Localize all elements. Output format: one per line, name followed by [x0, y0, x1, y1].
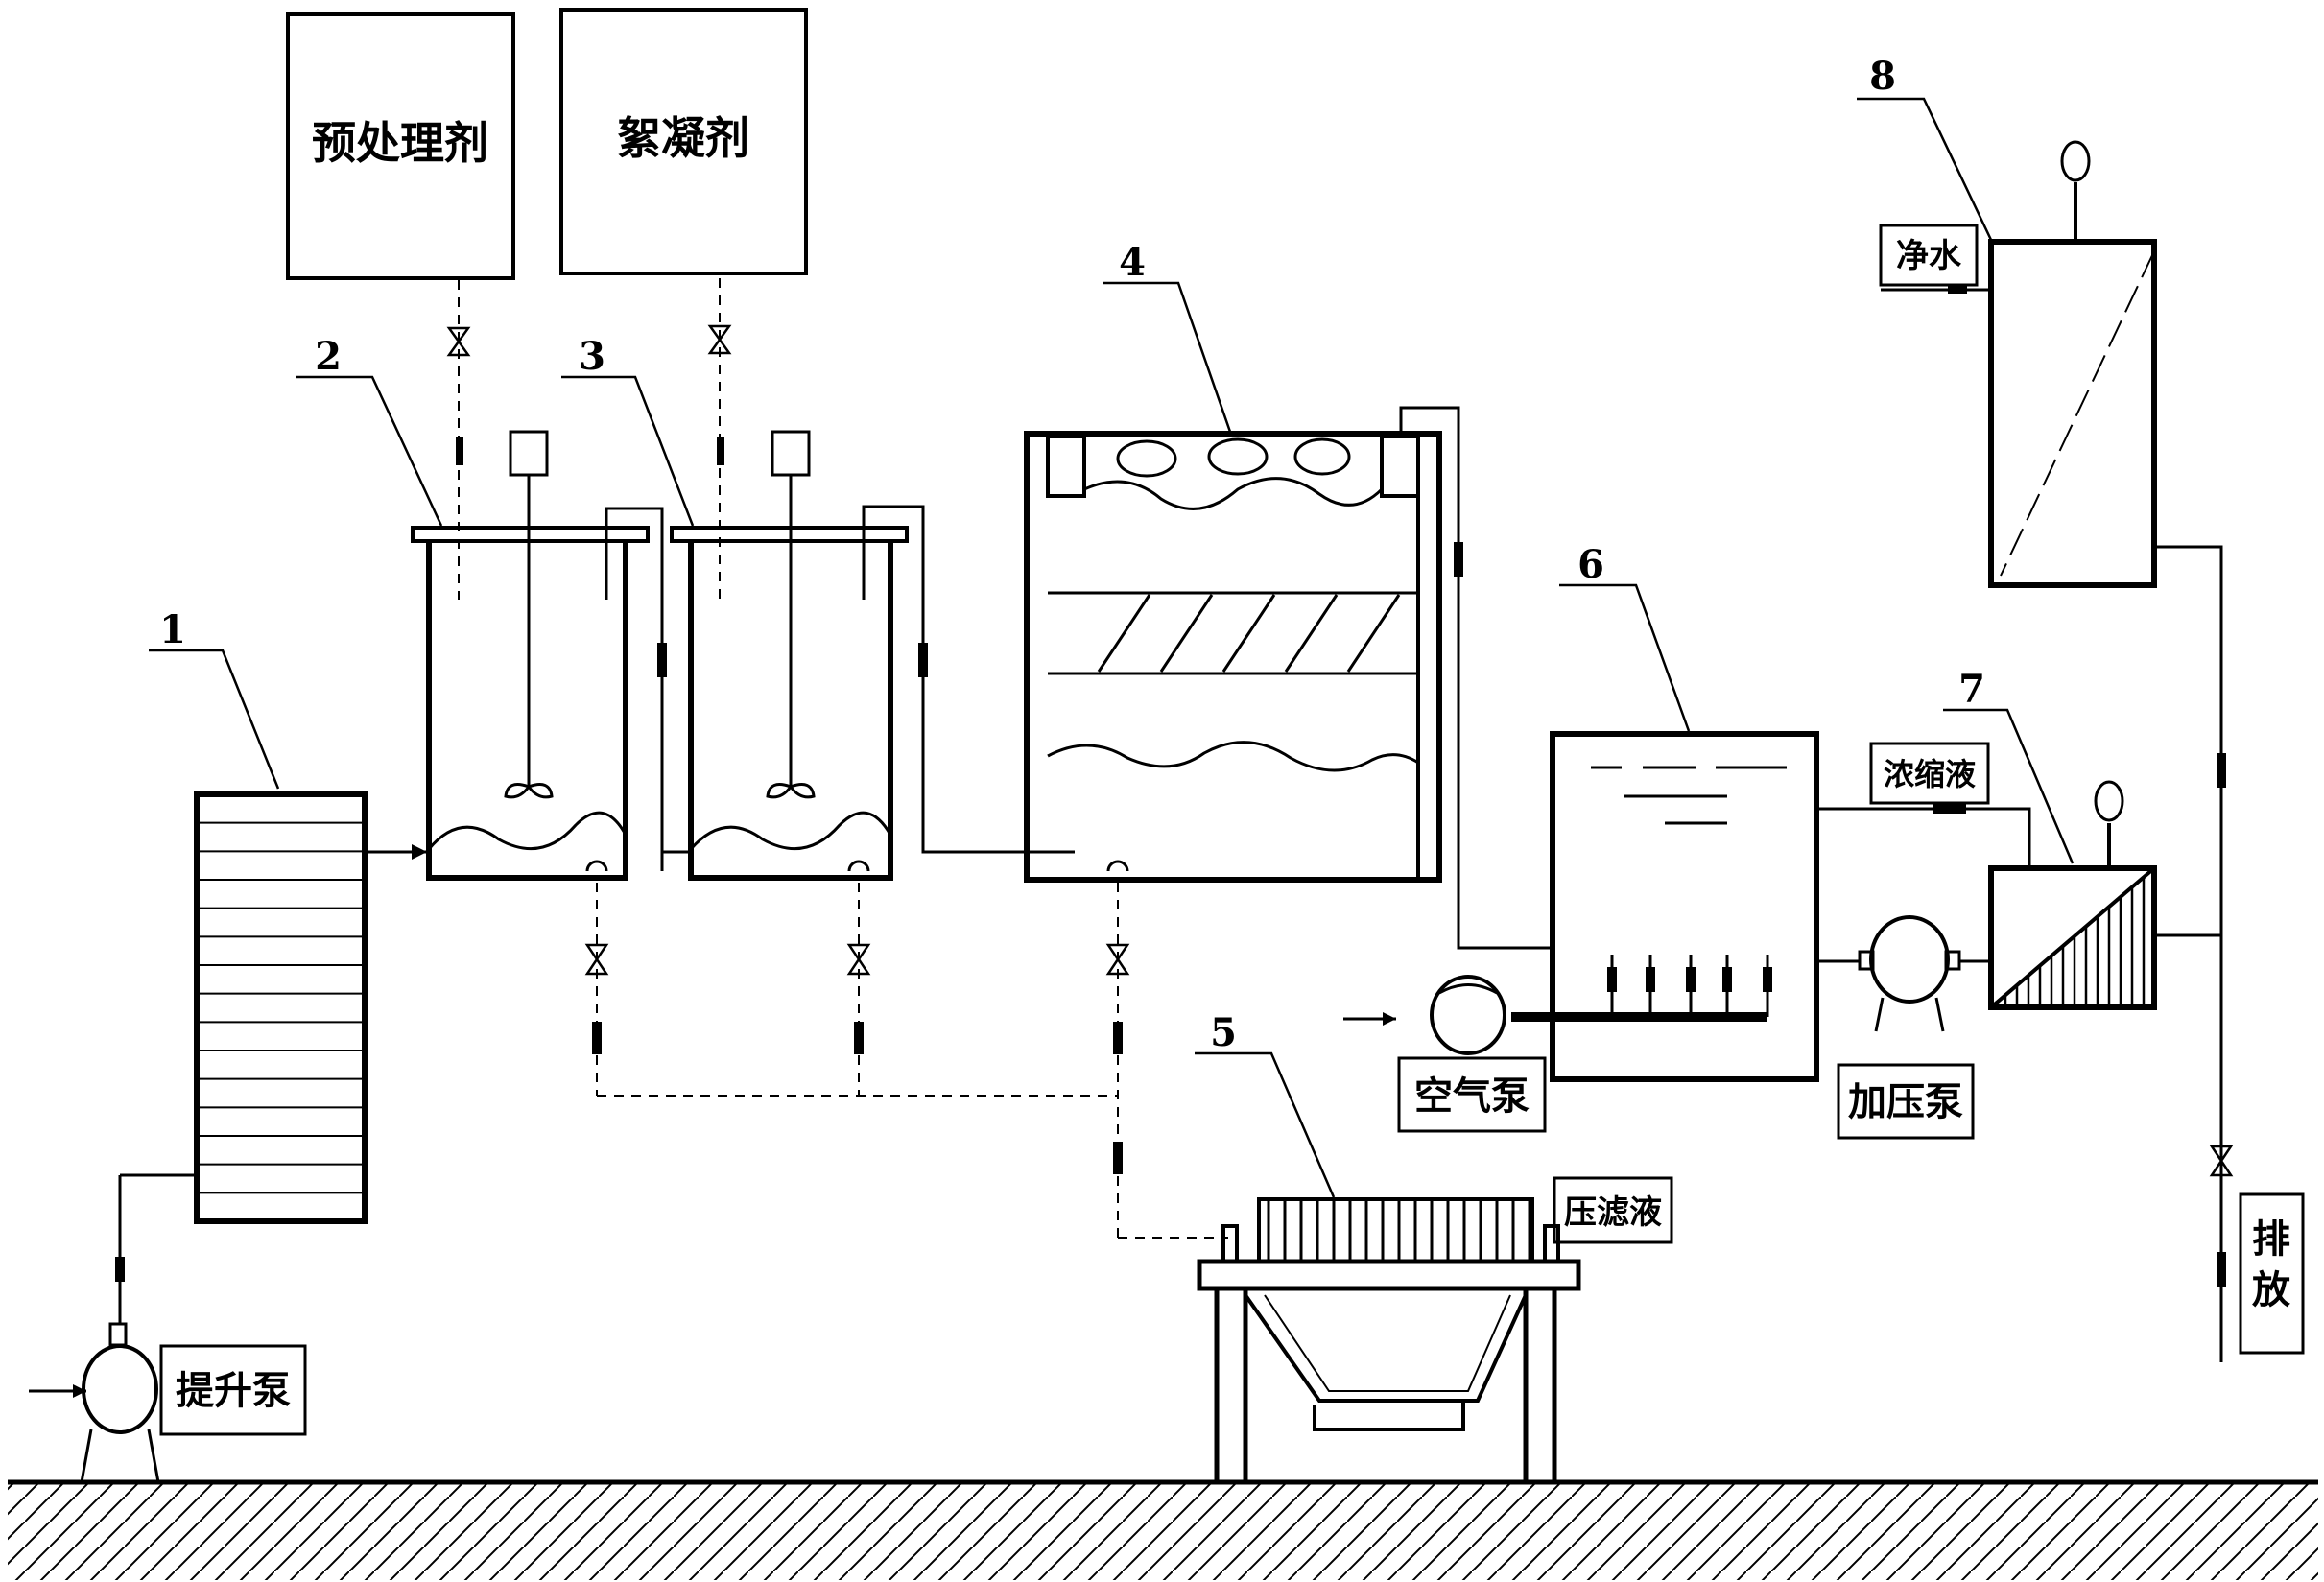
- clean-water-label-box: [1879, 224, 1979, 287]
- svg-text:4: 4: [1119, 240, 1146, 285]
- callout-8: 8: [1857, 54, 1993, 241]
- diffuser-head: [1722, 967, 1732, 992]
- membrane-module-7: [1988, 780, 2157, 1010]
- diffuser-head: [1607, 967, 1617, 992]
- svg-text:8: 8: [1869, 54, 1896, 99]
- pressure-pump-label: 加压泵: [1848, 1080, 1963, 1124]
- air-pump[interactable]: [1343, 975, 1506, 1055]
- callout-7: 7: [1943, 667, 2075, 864]
- sludge-lines: [596, 883, 1228, 1239]
- discharge-label-box: [2239, 1192, 2305, 1355]
- concentrate-label-box: [1869, 742, 1990, 805]
- concentrate-return-pipe: [1816, 804, 2031, 868]
- dosing-valve-1[interactable]: [446, 326, 471, 357]
- flocculant-label: 絮凝剂: [617, 112, 749, 164]
- svg-text:2: 2: [315, 334, 342, 379]
- filter-press-5: [1197, 1197, 1581, 1485]
- reactor-3: [670, 430, 1075, 881]
- pretreatment-agent-label: 预处理剂: [312, 117, 488, 169]
- lift-pump[interactable]: [29, 1173, 197, 1483]
- pipe-1-to-2: [365, 844, 427, 860]
- clean-water-tank-8: [1988, 140, 2157, 588]
- ground: [8, 1479, 2318, 1580]
- pressure-pump[interactable]: [1816, 915, 1991, 1032]
- air-pump-label: 空气泵: [1414, 1074, 1530, 1119]
- diffuser-head: [1686, 967, 1696, 992]
- svg-text:1: 1: [159, 607, 186, 652]
- svg-text:6: 6: [1577, 542, 1604, 587]
- sludge-flow-markers: [456, 437, 1123, 1174]
- discharge-label-line2: 放: [2252, 1268, 2290, 1312]
- dosing-valve-2[interactable]: [707, 324, 732, 355]
- pretreatment-agent-tank: 预处理剂: [286, 12, 515, 280]
- callout-4: 4: [1103, 240, 1232, 433]
- pressure-pump-label-box: [1837, 1063, 1975, 1140]
- aeration-tank-6: [1511, 731, 1819, 1082]
- svg-text:7: 7: [1958, 667, 1985, 712]
- callout-2: 2: [296, 334, 443, 527]
- callout-1: 1: [149, 607, 280, 790]
- filtrate-label-box: [1553, 1176, 1673, 1244]
- flocculant-tank: 絮凝剂: [559, 8, 808, 275]
- sedimentation-tank-4: [1024, 406, 1550, 950]
- callout-5: 5: [1195, 1010, 1336, 1198]
- permeate-pipe: [2154, 545, 2226, 1362]
- reactor-2: [411, 430, 667, 881]
- clean-water-label: 净水: [1896, 237, 1962, 275]
- svg-text:3: 3: [579, 334, 605, 379]
- lift-pump-label: 提升泵: [176, 1369, 291, 1413]
- diffuser-head: [1763, 967, 1772, 992]
- discharge-label-line1: 排: [2252, 1217, 2290, 1262]
- diffuser-head: [1646, 967, 1655, 992]
- filtrate-label: 压滤液: [1564, 1193, 1662, 1232]
- sludge-valves[interactable]: [584, 943, 1130, 976]
- concentrate-label: 浓缩液: [1884, 756, 1976, 792]
- svg-text:5: 5: [1210, 1010, 1237, 1055]
- grid-tank-1: [194, 791, 368, 1224]
- lift-pump-label-box: [159, 1344, 307, 1436]
- dosing-lines: [458, 278, 721, 600]
- callout-6: 6: [1559, 542, 1691, 732]
- callout-3: 3: [561, 334, 695, 527]
- air-pump-label-box: [1397, 1056, 1547, 1133]
- clean-water-marker: [1948, 286, 1967, 294]
- discharge-valve[interactable]: [2209, 1145, 2234, 1177]
